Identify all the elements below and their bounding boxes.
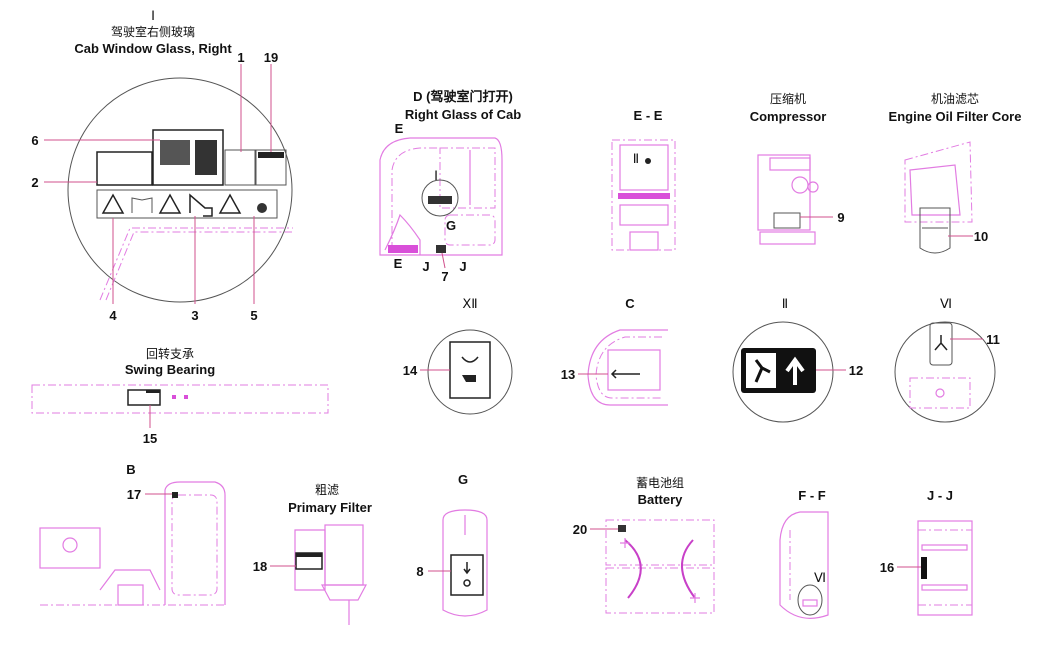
up-arrow-icon (785, 356, 805, 385)
view-title-cn: 回转支承 (146, 346, 194, 361)
callout-15: 15 (143, 431, 157, 446)
view-section-jj: J - J 16 (880, 488, 973, 616)
callout-5: 5 (250, 308, 257, 323)
callout-7: 7 (441, 269, 448, 284)
view-title: G (458, 472, 468, 487)
view-title-cn: 机油滤芯 (931, 92, 979, 106)
view-title-cn: 粗滤 (315, 483, 339, 497)
warning-triangle-icon (218, 193, 242, 214)
detail-circle (67, 77, 293, 303)
view-title: Ⅱ (782, 296, 788, 311)
decal-15 (127, 389, 161, 406)
view-title: F - F (798, 488, 825, 503)
view-detail-xii: ⅩⅡ 14 (403, 296, 513, 415)
view-title-en: Primary Filter (288, 500, 372, 515)
view-primary-filter: 粗滤 Primary Filter 18 (253, 483, 372, 625)
view-title: E - E (634, 108, 663, 123)
view-mark-g: G (446, 218, 456, 233)
callout-16: 16 (880, 560, 894, 575)
view-title-en: Right Glass of Cab (405, 107, 521, 122)
cab-outline (379, 137, 503, 256)
view-compressor: 压缩机 Compressor 9 (750, 91, 845, 245)
callout-19: 19 (264, 50, 278, 65)
callout-18: 18 (253, 559, 267, 574)
view-title-en: Swing Bearing (125, 362, 215, 377)
view-detail-vi: Ⅵ 11 (894, 296, 1000, 423)
callout-2: 2 (31, 175, 38, 190)
battery-cable (681, 539, 696, 599)
view-battery: 蓄电池组 Battery 20 (573, 476, 715, 614)
decal-cluster (96, 129, 287, 219)
crush-hazard-icon (189, 193, 213, 217)
view-title: J - J (927, 488, 953, 503)
callout-3: 3 (191, 308, 198, 323)
callout-4: 4 (109, 308, 117, 323)
callout-8: 8 (416, 564, 423, 579)
decal-8 (450, 554, 484, 596)
view-title-en: Battery (638, 492, 684, 507)
view-section-ee: E - E Ⅱ (611, 108, 676, 251)
view-title: Ⅵ (940, 296, 952, 311)
section-mark-e: E (395, 121, 404, 136)
view-title: C (625, 296, 635, 311)
view-detail-c: C 13 (561, 296, 668, 406)
view-roman: Ⅰ (151, 8, 155, 23)
decal-20 (618, 525, 626, 532)
tap-icon (462, 375, 476, 382)
view-title-cn: 驾驶室右侧玻璃 (111, 24, 195, 39)
view-title-cn: 蓄电池组 (636, 476, 684, 490)
manual-book-icon (131, 197, 153, 213)
view-title: B (126, 462, 135, 477)
fan-hazard-icon (257, 203, 267, 213)
decal-14 (449, 341, 491, 399)
filter-element (919, 207, 951, 254)
view-title-cn: 压缩机 (770, 91, 806, 106)
callout-14: 14 (403, 363, 418, 378)
view-title-en: Cab Window Glass, Right (74, 41, 232, 56)
callout-11: 11 (986, 332, 1000, 347)
view-g: G 8 (416, 472, 488, 617)
detail-i-marker (421, 179, 459, 217)
view-title-en: Engine Oil Filter Core (889, 109, 1022, 124)
view-b: B 17 (39, 462, 226, 606)
view-swing-bearing: 回转支承 Swing Bearing 15 (31, 346, 329, 446)
arrow-icon (610, 369, 640, 379)
view-detail-ii: Ⅱ 12 (732, 296, 863, 423)
callout-12: 12 (849, 363, 863, 378)
section-mark-j: J (422, 259, 429, 274)
callout-13: 13 (561, 367, 575, 382)
detail-mark-i: Ⅰ (434, 168, 438, 183)
callout-10: 10 (974, 229, 988, 244)
callout-17: 17 (127, 487, 141, 502)
callout-20: 20 (573, 522, 587, 537)
view-section-ff: F - F Ⅵ (779, 488, 829, 619)
view-title: ⅩⅡ (462, 296, 477, 311)
view-cab-d: D (驾驶室门打开) Right Glass of Cab E E J J G … (379, 89, 521, 284)
detail-mark-ii: Ⅱ (633, 151, 639, 166)
section-mark-j: J (459, 259, 466, 274)
decal-11 (929, 322, 953, 366)
battery-cable (624, 539, 642, 599)
section-mark-e: E (394, 256, 403, 271)
callout-9: 9 (837, 210, 844, 225)
detail-mark-vi: Ⅵ (814, 570, 826, 585)
warning-triangle-icon (158, 193, 182, 214)
running-man-icon (754, 359, 771, 383)
view-oil-filter: 机油滤芯 Engine Oil Filter Core 10 (889, 92, 1022, 254)
decal-16 (921, 557, 927, 579)
view-glass-right: Ⅰ 驾驶室右侧玻璃 Cab Window Glass, Right (31, 8, 293, 323)
view-title-en: Compressor (750, 109, 827, 124)
decal-9 (773, 212, 801, 229)
view-title-cn: D (驾驶室门打开) (413, 89, 513, 104)
callout-6: 6 (31, 133, 38, 148)
callout-1: 1 (237, 50, 244, 65)
warning-triangle-icon (101, 193, 125, 214)
